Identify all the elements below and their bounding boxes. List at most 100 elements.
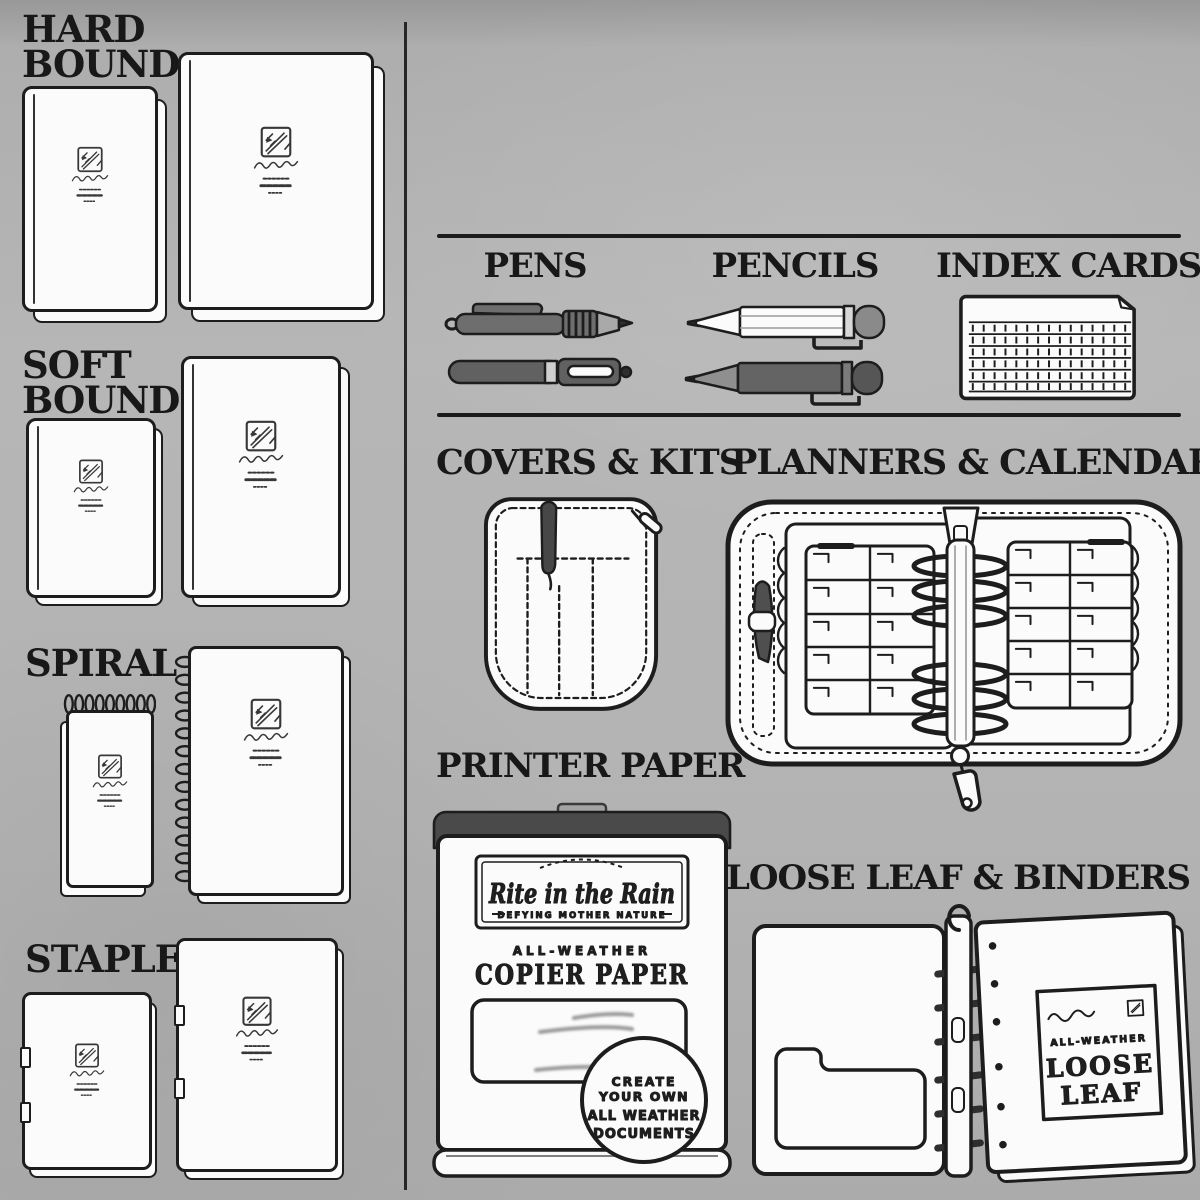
bottom-rule bbox=[437, 413, 1181, 417]
brand-script-text: Rite in the Rain bbox=[488, 879, 675, 910]
pencil-tip bbox=[692, 363, 740, 393]
rite-in-the-rain-cover-logo bbox=[89, 754, 131, 818]
section-title-soft-bound: SOFT BOUND bbox=[22, 343, 180, 423]
cover-stitching bbox=[739, 512, 1169, 754]
hard-bound-notebook-large bbox=[178, 52, 374, 310]
pencils-label: PENCILS bbox=[711, 246, 880, 286]
soft-bound-notebook-small bbox=[26, 418, 156, 598]
section-title-pens: PENS bbox=[435, 249, 635, 283]
spine-line bbox=[192, 364, 194, 590]
planner-illustration bbox=[725, 499, 1183, 812]
spine-line bbox=[33, 94, 35, 304]
section-title-spiral: SPIRAL bbox=[25, 641, 177, 685]
spiral-label: SPIRAL bbox=[25, 641, 177, 685]
planners-label: PLANNERS & CALENDARS bbox=[731, 442, 1200, 483]
rite-in-the-rain-cover-logo bbox=[70, 459, 112, 523]
pens-label: PENS bbox=[483, 246, 587, 286]
pen-loop-strip bbox=[752, 533, 775, 737]
brand-tagline: DEFYING MOTHER NATURE bbox=[497, 911, 666, 921]
hard-bound-line2: BOUND bbox=[22, 42, 180, 87]
rite-in-the-rain-cover-logo bbox=[68, 146, 112, 214]
calendar-grid-right bbox=[1006, 539, 1134, 710]
top-rule bbox=[437, 234, 1181, 238]
copier-paper-package: Rite in the Rain DEFYING MOTHER NATURE A… bbox=[432, 802, 732, 1178]
badge-line3: ALL WEATHER bbox=[587, 1109, 700, 1124]
right-page-scallops bbox=[1130, 544, 1140, 673]
stapled-notebook-large bbox=[174, 938, 338, 1172]
pen-slot-seams bbox=[526, 557, 594, 697]
badge-line4: DOCUMENTS bbox=[593, 1127, 695, 1142]
badge-circle bbox=[580, 1036, 708, 1164]
rite-in-the-rain-cover-logo bbox=[66, 1043, 108, 1107]
pack-line1: LOOSE bbox=[1045, 1049, 1155, 1084]
calendar-grid-left bbox=[804, 543, 936, 716]
pen-in-pouch bbox=[540, 500, 558, 575]
binder-cover-left bbox=[752, 924, 946, 1176]
pack-line2: LEAF bbox=[1060, 1077, 1143, 1110]
section-title-printer-paper: PRINTER PAPER bbox=[436, 749, 745, 783]
badge-line1: CREATE bbox=[611, 1074, 676, 1089]
index-cards-label: INDEX CARDS bbox=[936, 246, 1200, 286]
pen-loop bbox=[747, 610, 777, 633]
staple bbox=[174, 1077, 185, 1099]
pencil-clip bbox=[810, 393, 861, 406]
badge-line2: YOUR OWN bbox=[598, 1089, 689, 1104]
spine-top-hook bbox=[947, 904, 971, 932]
rite-in-the-rain-logo-plate: Rite in the Rain DEFYING MOTHER NATURE bbox=[474, 854, 690, 930]
click-pen-illustration bbox=[444, 302, 634, 339]
rite-in-the-rain-cover-logo bbox=[249, 126, 303, 208]
punch-holes bbox=[988, 942, 1007, 1149]
covers-kits-label: COVERS & KITS bbox=[436, 442, 744, 483]
left-page-scallops bbox=[776, 546, 786, 675]
spine-line bbox=[37, 426, 39, 590]
rite-in-the-rain-cover-logo bbox=[239, 698, 293, 780]
loose-leaf-label: LOOSE LEAF & BINDERS bbox=[726, 858, 1191, 898]
section-title-covers-kits: COVERS & KITS bbox=[436, 445, 744, 480]
pencil-dark-illustration bbox=[684, 360, 884, 406]
all-weather-subtitle: ALL-WEATHER bbox=[513, 944, 651, 958]
section-title-planners: PLANNERS & CALENDARS bbox=[731, 445, 1200, 480]
pencil-tip bbox=[694, 307, 742, 337]
pen-clip bbox=[471, 302, 544, 317]
stitch-border bbox=[494, 506, 648, 700]
staple bbox=[20, 1046, 31, 1068]
section-title-index-cards: INDEX CARDS bbox=[936, 249, 1200, 283]
vertical-divider bbox=[404, 22, 407, 1190]
capped-pen-illustration bbox=[447, 357, 633, 387]
spiral-notepad-small bbox=[66, 710, 154, 888]
soft-bound-notebook-large bbox=[181, 356, 341, 598]
ring-spine-bar bbox=[944, 914, 973, 1178]
section-title-hard-bound: HARD BOUND bbox=[22, 7, 180, 87]
ring-spine-strap bbox=[945, 538, 976, 748]
label-logo-box bbox=[1126, 999, 1145, 1017]
printer-paper-label: PRINTER PAPER bbox=[436, 746, 745, 786]
section-title-pencils: PENCILS bbox=[695, 249, 895, 283]
staple bbox=[20, 1101, 31, 1123]
pencil-light-illustration bbox=[686, 304, 886, 350]
hard-bound-line1: HARD bbox=[22, 7, 146, 51]
hard-bound-notebook-small bbox=[22, 86, 158, 312]
product-title: COPIER PAPER bbox=[475, 960, 689, 991]
pen-pouch-illustration bbox=[483, 497, 663, 711]
package-bottom-edge bbox=[432, 1148, 732, 1178]
pencil-clip bbox=[812, 337, 863, 350]
loose-leaf-binder-illustration: ALL-WEATHER LOOSE LEAF bbox=[752, 904, 1196, 1183]
stapled-notebook-small bbox=[20, 992, 152, 1170]
cover-pocket bbox=[774, 1047, 927, 1150]
soft-bound-line1: SOFT bbox=[22, 343, 132, 387]
rite-in-the-rain-cover-logo bbox=[234, 420, 288, 502]
card-rule-lines bbox=[968, 321, 1132, 393]
pencil-eraser bbox=[850, 360, 884, 396]
spine-line bbox=[189, 60, 191, 302]
staple bbox=[174, 1004, 185, 1026]
card-dog-ear bbox=[1117, 296, 1135, 311]
soft-bound-line2: BOUND bbox=[22, 378, 180, 423]
rite-in-the-rain-cover-logo bbox=[231, 996, 283, 1074]
pen-cap-clip bbox=[566, 364, 615, 379]
zipper-pull bbox=[952, 769, 982, 812]
index-card-illustration bbox=[959, 294, 1136, 401]
loose-leaf-pack: ALL-WEATHER LOOSE LEAF bbox=[973, 910, 1196, 1183]
label-script-squiggle bbox=[1047, 1009, 1096, 1022]
zipper-pull bbox=[638, 512, 663, 535]
